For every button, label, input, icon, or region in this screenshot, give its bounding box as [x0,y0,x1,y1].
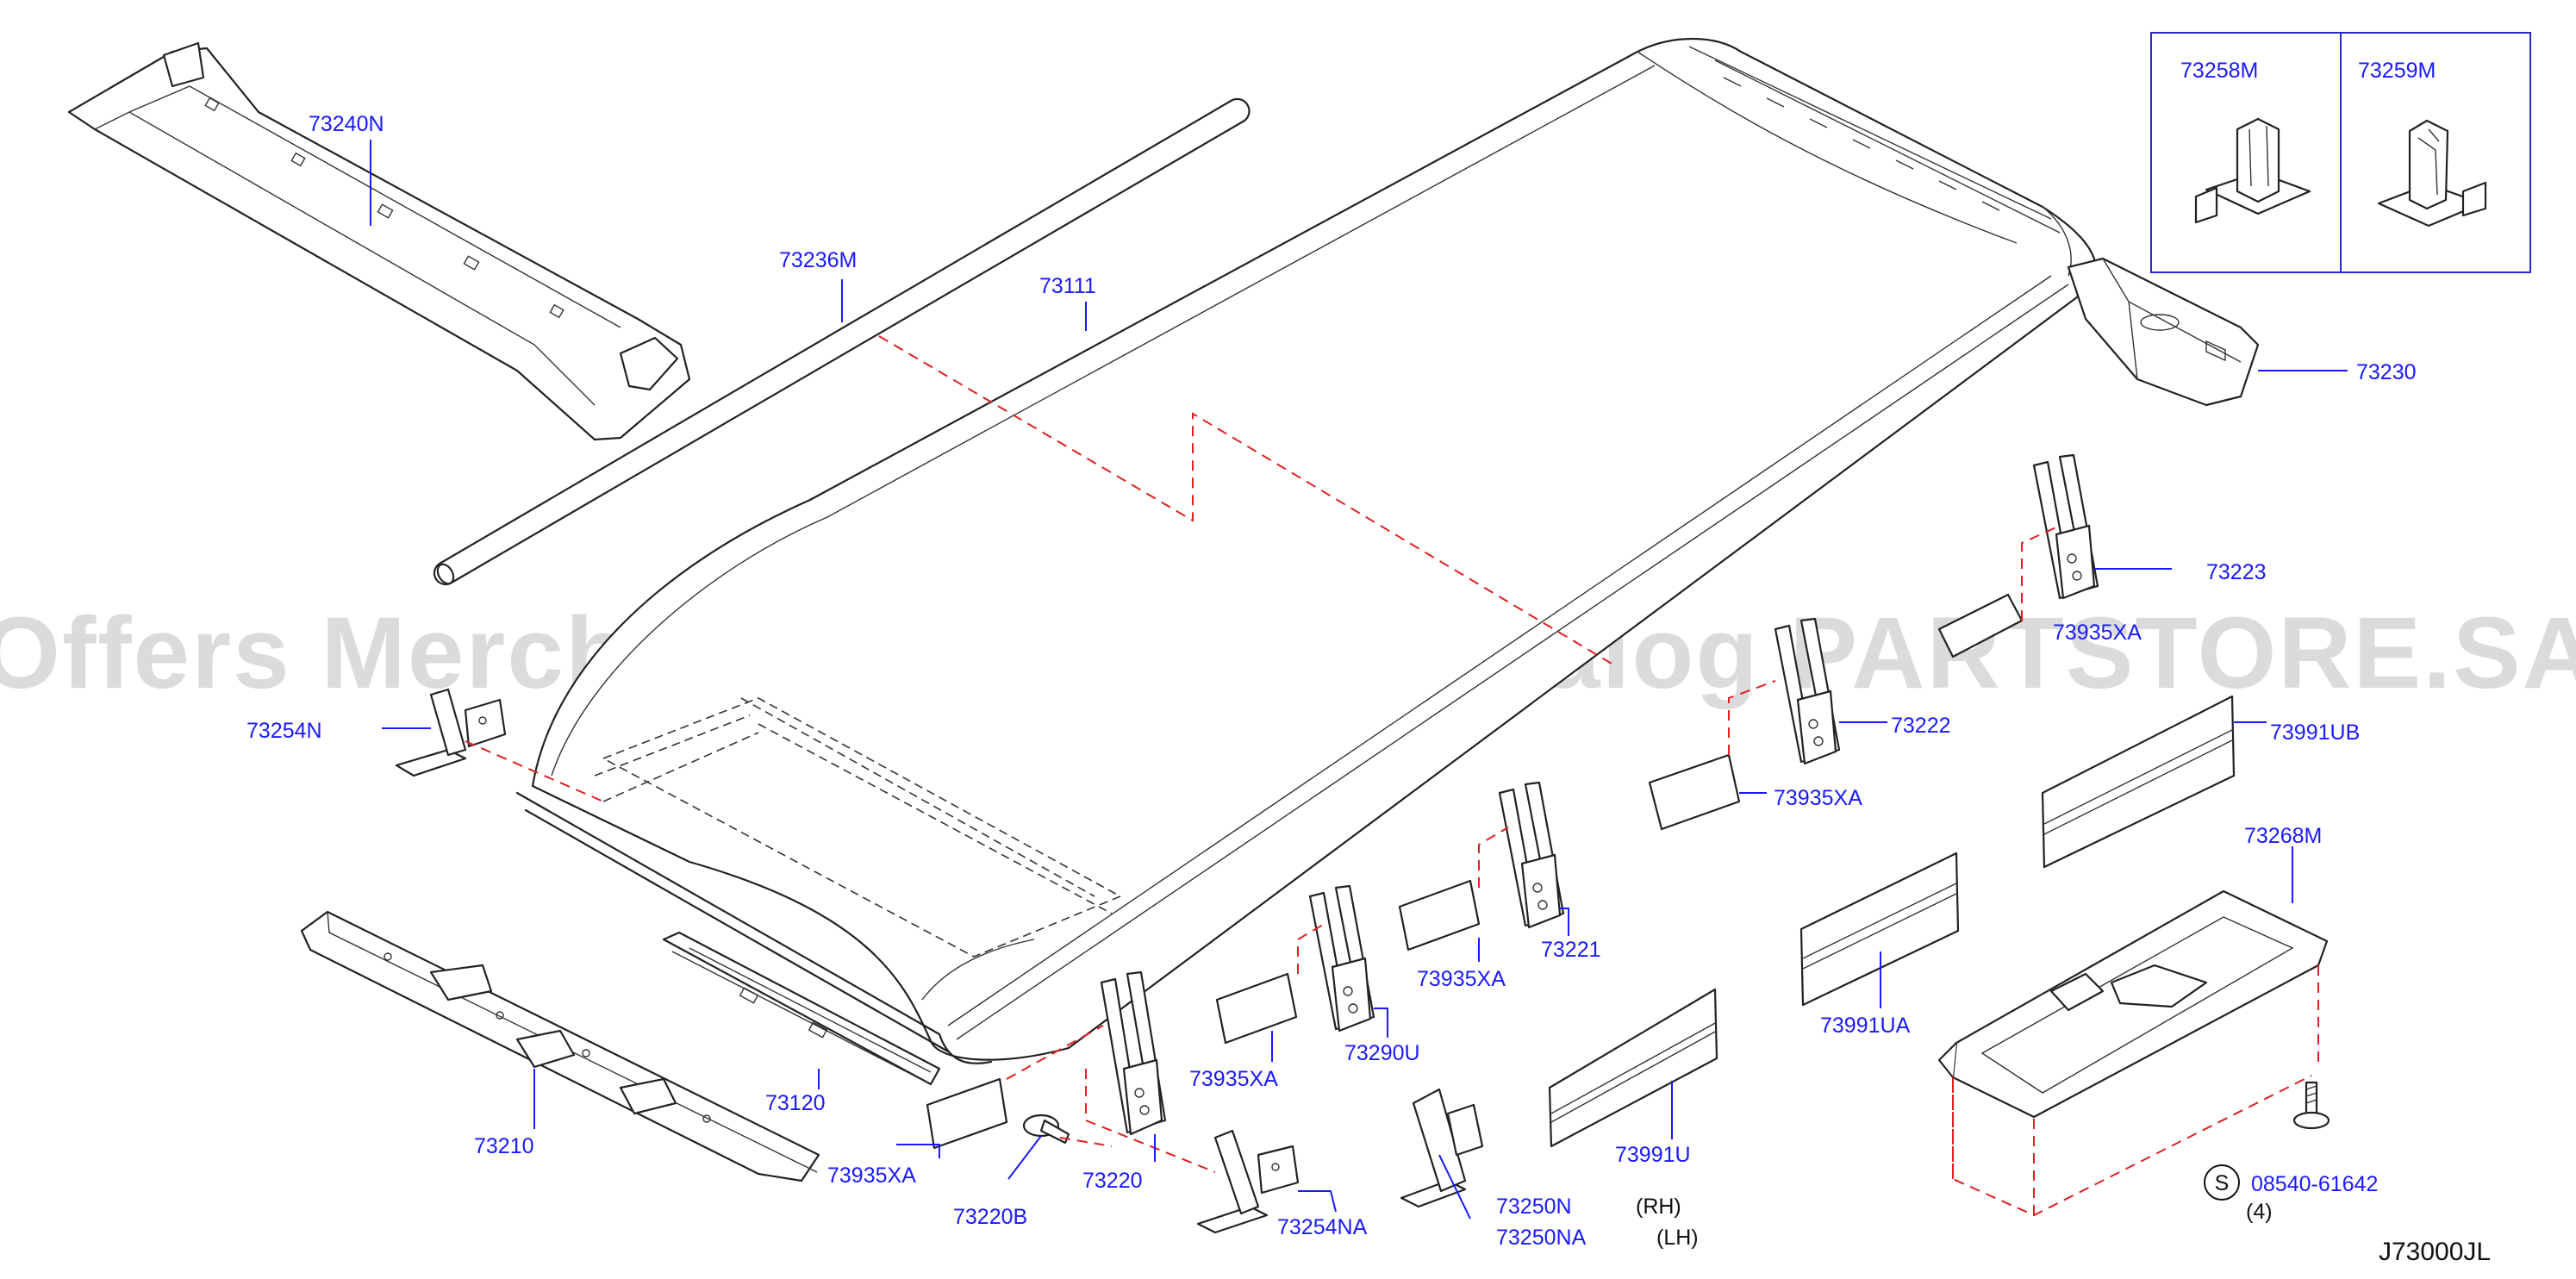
label-73221[interactable]: 73221 [1541,938,1601,962]
drip-molding-73236M[interactable] [433,97,1251,587]
label-73250NA[interactable]: 73250NA [1496,1226,1587,1250]
label-lh: (LH) [1656,1226,1699,1250]
label-73254NA[interactable]: 73254NA [1277,1215,1368,1239]
label-73223[interactable]: 73223 [2206,560,2267,584]
roof-bow-73220[interactable] [1100,970,1167,1136]
pad-73935XA-2[interactable] [1648,753,1741,831]
front-bow-73210[interactable] [300,910,820,1182]
label-73290U[interactable]: 73290U [1344,1041,1420,1065]
label-73250N[interactable]: 73250N [1496,1195,1572,1219]
headliner-73991UB[interactable] [2041,695,2236,869]
label-73254N[interactable]: 73254N [246,719,322,743]
label-73258M[interactable]: 73258M [2180,59,2258,83]
assembly-guide-lines [465,335,2319,1217]
screw-marker-icon: S [2204,1164,2240,1201]
clip-73258M-part[interactable] [2194,117,2311,224]
label-73935XA-3[interactable]: 73935XA [1417,967,1506,991]
leader-lines [370,140,2348,1220]
headliner-73991UA[interactable] [1799,852,1960,1007]
label-73230[interactable]: 73230 [2356,360,2417,384]
clip-73259M-part[interactable] [2377,119,2487,228]
label-73236M[interactable]: 73236M [779,248,857,272]
bracket-73254NA[interactable] [1196,1129,1300,1234]
diagram-code: J73000JL [2379,1238,2491,1266]
roof-vent-slots [1723,77,2000,211]
part-labels: 73240N 73236M 73111 73230 73258M 73259M … [246,59,2491,1266]
label-08540-61642[interactable]: 08540-61642 [2251,1172,2378,1196]
inset-box [2150,32,2531,273]
label-rh: (RH) [1636,1195,1681,1219]
bolt-73220B[interactable] [1022,1114,1070,1145]
pad-73935XA-3[interactable] [1398,879,1481,951]
label-73240N[interactable]: 73240N [309,112,384,136]
roof-bow-73223[interactable] [2032,453,2099,600]
headliner-73991U[interactable] [1548,988,1718,1148]
label-73991U[interactable]: 73991U [1615,1143,1691,1167]
rear-header-73230[interactable] [2067,257,2260,407]
label-73991UA[interactable]: 73991UA [1820,1014,1911,1038]
label-73935XA-4[interactable]: 73935XA [1189,1067,1278,1091]
bracket-73250N[interactable] [1400,1088,1484,1208]
label-73210[interactable]: 73210 [474,1134,534,1158]
pad-73935XA-5[interactable] [926,1077,1008,1150]
roof-bow-73222[interactable] [1774,617,1841,765]
label-73111[interactable]: 73111 [1039,274,1096,298]
roof-bow-73221[interactable] [1498,781,1565,929]
label-73268M[interactable]: 73268M [2244,824,2322,848]
label-73935XA-top[interactable]: 73935XA [2053,621,2142,645]
screw-08540-61642[interactable] [2292,1081,2330,1130]
label-73220[interactable]: 73220 [1082,1169,1143,1193]
roof-bow-73290U[interactable] [1308,884,1375,1033]
bracket-73254N[interactable] [395,688,507,777]
bracket-73268M[interactable] [1937,889,2329,1119]
reinforcement-73120[interactable] [662,931,941,1086]
label-73120[interactable]: 73120 [765,1091,826,1115]
label-73222[interactable]: 73222 [1891,714,1951,738]
label-73935XA-2[interactable]: 73935XA [1774,786,1862,810]
label-qty-4: (4) [2246,1200,2273,1224]
screw-marker-letter: S [2215,1171,2230,1195]
roof-rail-73240N[interactable] [67,41,691,441]
label-73991UB[interactable]: 73991UB [2270,721,2360,745]
label-73220B[interactable]: 73220B [953,1205,1027,1229]
pad-73935XA-4[interactable] [1215,972,1298,1045]
label-73259M[interactable]: 73259M [2358,59,2436,83]
roof-panel-73111[interactable] [515,37,2098,1064]
label-73935XA-5[interactable]: 73935XA [827,1164,916,1188]
